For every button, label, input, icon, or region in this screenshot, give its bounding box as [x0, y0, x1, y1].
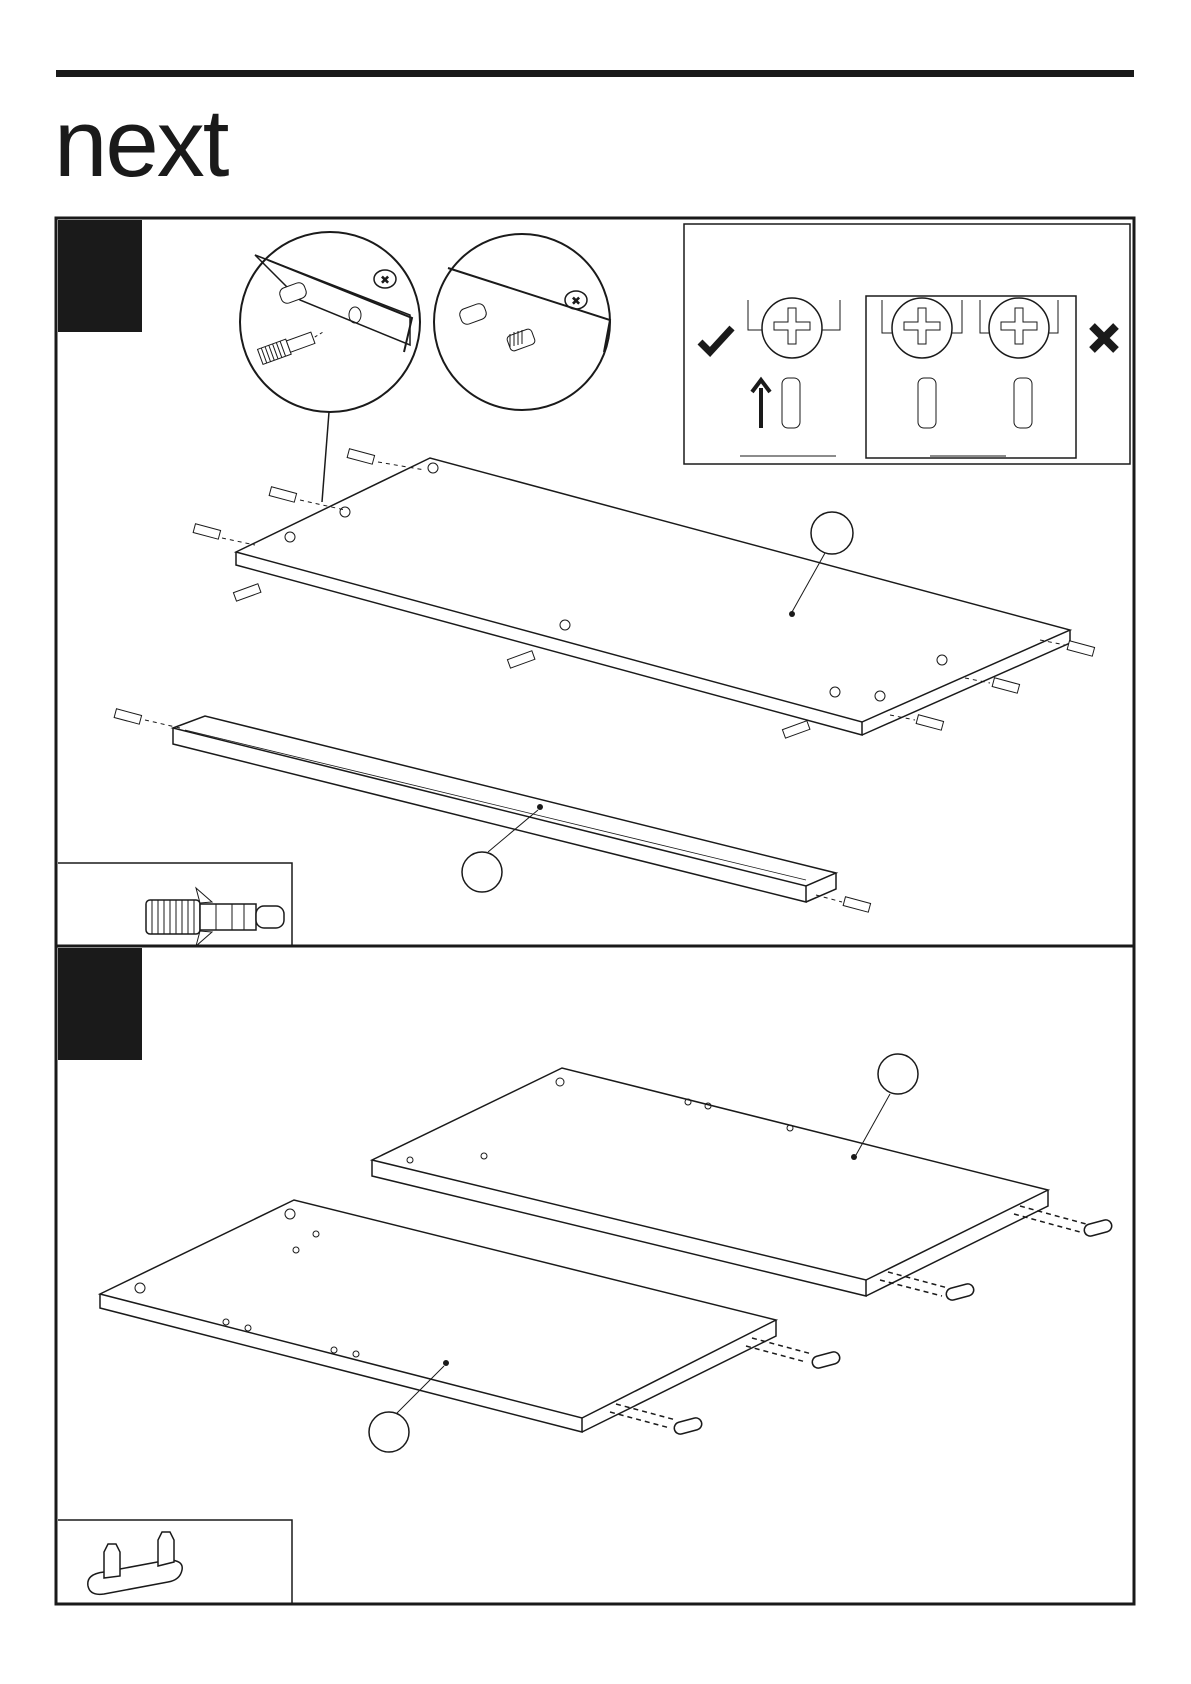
cam-lock-wrong-1-icon	[892, 298, 952, 358]
cross-icon	[1092, 326, 1116, 350]
hardware-legend-step-2	[58, 1520, 292, 1604]
cam-lock-wrong-2-icon	[989, 298, 1049, 358]
brand-logo: next	[54, 90, 229, 197]
hardware-legend-step-1	[58, 863, 292, 946]
cam-lock-correct-icon	[762, 298, 822, 358]
part-label-circle-b	[462, 852, 502, 892]
screw-cam-dowel-icon	[146, 888, 284, 946]
plastic-foot-glide-icon	[88, 1532, 182, 1594]
header-rule	[56, 70, 1134, 77]
part-label-circle-a	[811, 512, 853, 554]
arrow-up-icon	[752, 380, 770, 428]
screw-orientation-guide	[684, 224, 1130, 464]
part-label-circle-c	[878, 1054, 918, 1094]
dowel-detail-circle-2: ✖	[434, 234, 610, 410]
step-1-panel: ✖ ✖	[56, 218, 1134, 946]
checkmark-icon	[700, 328, 732, 352]
svg-text:✖: ✖	[380, 273, 390, 287]
part-label-circle-d	[369, 1412, 409, 1452]
svg-text:✖: ✖	[571, 294, 581, 308]
board-part-d	[100, 1200, 776, 1452]
board-part-a	[236, 458, 1070, 735]
step-1-number-badge	[58, 220, 142, 332]
step-2-number-badge	[58, 948, 142, 1060]
rail-part-b	[173, 716, 836, 902]
dowel-detail-circle-1: ✖	[240, 232, 420, 412]
step-2-panel	[56, 946, 1134, 1604]
